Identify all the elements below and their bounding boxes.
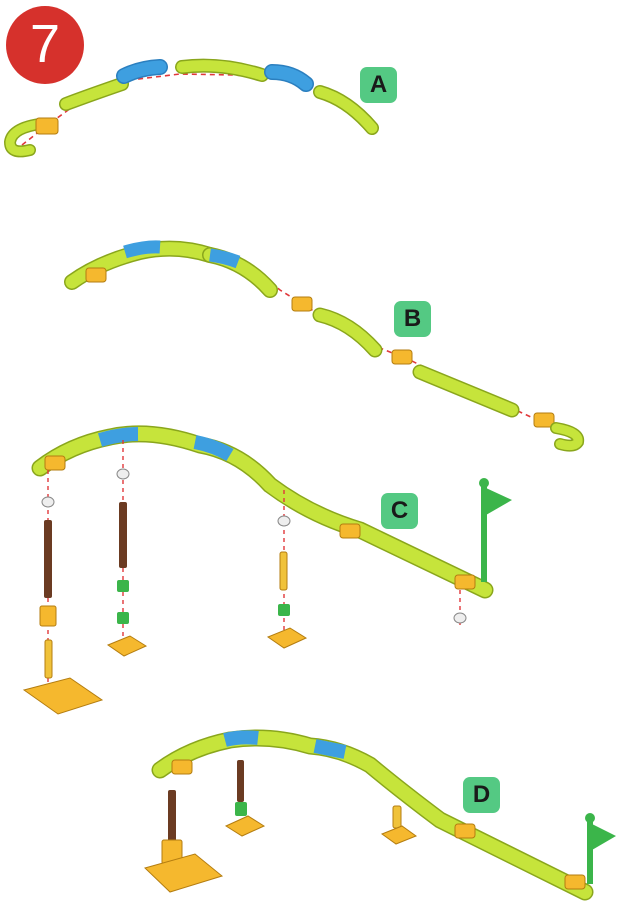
- stage-c-assembly: [24, 434, 512, 714]
- connector-piece: [36, 118, 58, 134]
- stage-d-assembly: [145, 737, 616, 892]
- stage-b-assembly: [70, 247, 578, 446]
- stage-a-assembly: [10, 66, 372, 152]
